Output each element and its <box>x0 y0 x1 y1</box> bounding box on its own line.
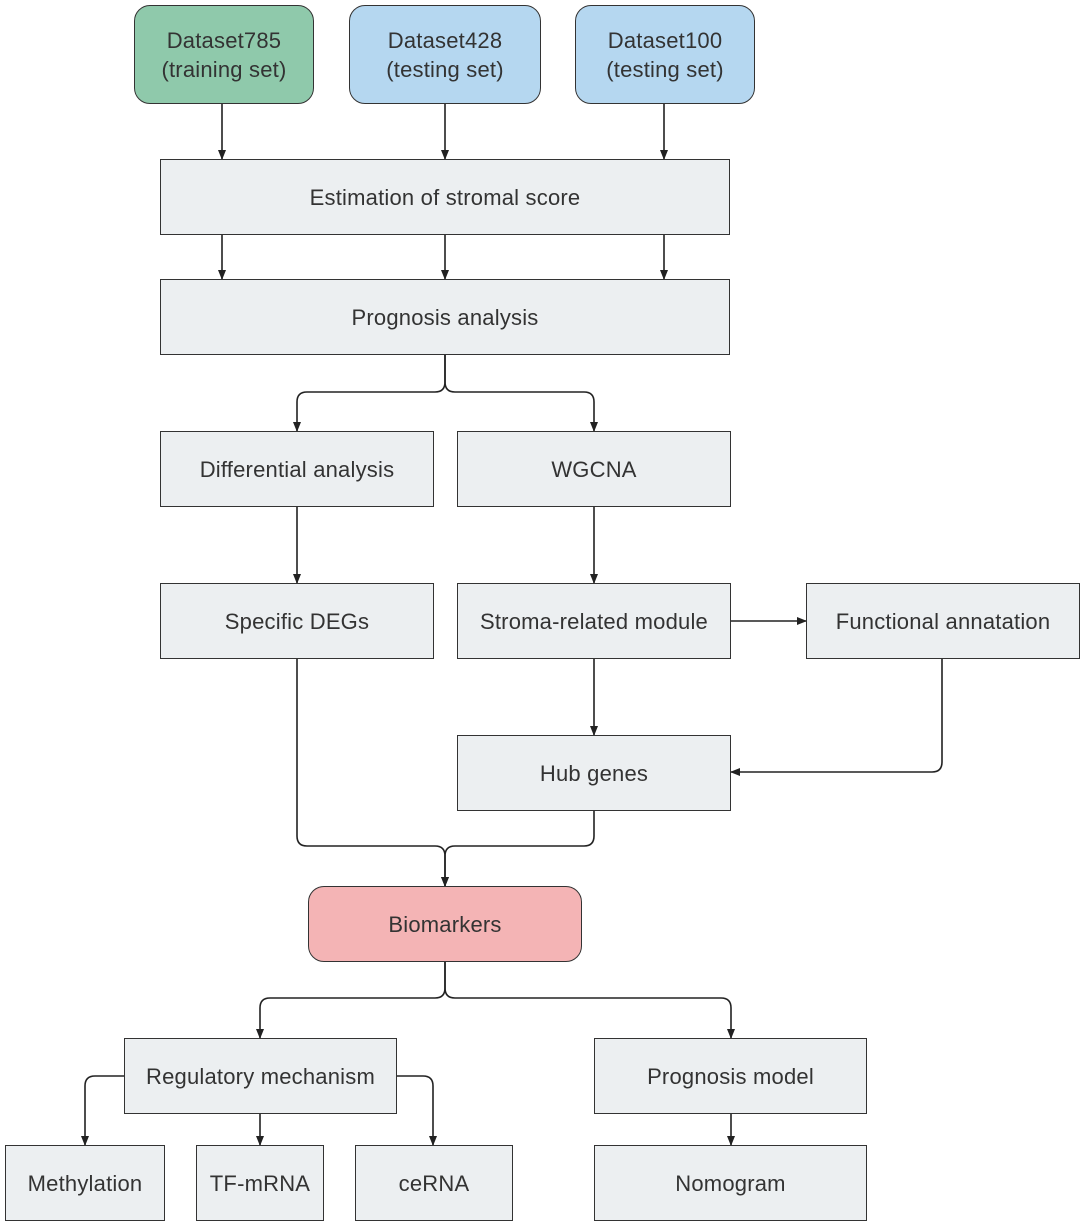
node-specific-degs: Specific DEGs <box>160 583 434 659</box>
node-label: Methylation <box>27 1170 143 1196</box>
node-stromal-score: Estimation of stromal score <box>160 159 730 235</box>
node-label: ceRNA <box>398 1170 470 1196</box>
node-label: Dataset785 (training set) <box>161 27 287 82</box>
node-label: Biomarkers <box>388 911 502 937</box>
arrow-biomarkers-to-regulatory <box>256 962 446 1039</box>
node-label: Dataset100 (testing set) <box>606 27 724 82</box>
line-degs-to-biomarkers <box>296 659 449 887</box>
node-label: Estimation of stromal score <box>309 184 581 210</box>
arrow-hub-to-biomarkers <box>441 811 595 887</box>
node-tf-mrna: TF-mRNA <box>196 1145 324 1221</box>
node-label: Regulatory mechanism <box>146 1063 375 1089</box>
arrow-regulatory-to-methylation <box>81 1075 124 1146</box>
node-methylation: Methylation <box>5 1145 165 1221</box>
node-label: Differential analysis <box>199 456 395 482</box>
node-dataset785: Dataset785 (training set) <box>134 5 314 104</box>
node-label: Hub genes <box>539 760 649 786</box>
arrow-prognosis-to-differential <box>293 355 446 432</box>
node-prognosis-analysis: Prognosis analysis <box>160 279 730 355</box>
node-cerna: ceRNA <box>355 1145 513 1221</box>
node-differential-analysis: Differential analysis <box>160 431 434 507</box>
node-functional-annotation: Functional annatation <box>806 583 1080 659</box>
node-label: Prognosis model <box>647 1063 814 1089</box>
node-nomogram: Nomogram <box>594 1145 867 1221</box>
node-label: Dataset428 (testing set) <box>386 27 504 82</box>
node-label: Stroma-related module <box>480 608 708 634</box>
arrow-functional-to-hub <box>730 659 943 776</box>
arrow-biomarkers-to-prognosis-model <box>444 962 735 1039</box>
node-prognosis-model: Prognosis model <box>594 1038 867 1114</box>
node-label: WGCNA <box>551 456 637 482</box>
node-dataset100: Dataset100 (testing set) <box>575 5 755 104</box>
node-label: TF-mRNA <box>209 1170 311 1196</box>
arrow-regulatory-to-cerna <box>397 1075 437 1146</box>
node-regulatory-mechanism: Regulatory mechanism <box>124 1038 397 1114</box>
node-stroma-module: Stroma-related module <box>457 583 731 659</box>
node-dataset428: Dataset428 (testing set) <box>349 5 541 104</box>
node-label: Prognosis analysis <box>351 304 539 330</box>
node-label: Functional annatation <box>835 608 1051 634</box>
node-label: Specific DEGs <box>224 608 370 634</box>
node-wgcna: WGCNA <box>457 431 731 507</box>
node-label: Nomogram <box>675 1170 786 1196</box>
arrow-prognosis-to-wgcna <box>444 355 598 432</box>
node-biomarkers: Biomarkers <box>308 886 582 962</box>
node-hub-genes: Hub genes <box>457 735 731 811</box>
